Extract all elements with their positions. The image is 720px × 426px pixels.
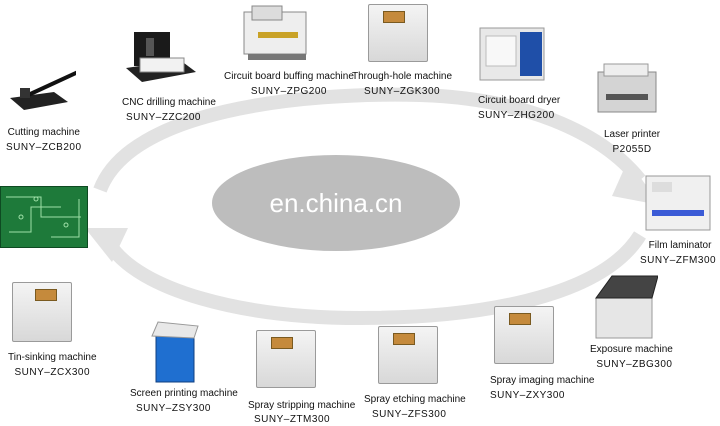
board-traces-icon xyxy=(6,196,81,238)
through-hole-machine-image xyxy=(368,4,428,62)
circuit-board-dryer-image xyxy=(478,26,548,86)
spray-stripping-machine-model: SUNY–ZTM300 xyxy=(254,414,331,425)
exposure-machine-node: Exposure machine SUNY–ZBG300 xyxy=(590,344,673,371)
screen-printing-machine-image xyxy=(150,320,200,384)
exposure-machine-model: SUNY–ZBG300 xyxy=(596,359,673,370)
buffing-machine-node: Circuit board buffing machine SUNY–ZPG20… xyxy=(224,71,354,98)
cutting-machine-model: SUNY–ZCB200 xyxy=(6,142,82,153)
screen-printing-machine-label: Screen printing machine xyxy=(130,388,238,399)
watermark-text: en.china.cn xyxy=(269,188,403,218)
spray-etching-machine-label: Spray etching machine xyxy=(364,394,466,405)
film-laminator-image xyxy=(638,170,718,234)
laser-printer-image xyxy=(594,60,660,116)
cnc-drilling-machine-model: SUNY–ZZC200 xyxy=(126,112,201,123)
buffing-machine-model: SUNY–ZPG200 xyxy=(250,86,327,97)
spray-stripping-machine-image xyxy=(256,330,316,388)
spray-imaging-machine-model: SUNY–ZXY300 xyxy=(490,390,565,401)
cnc-drilling-machine-label: CNC drilling machine xyxy=(122,97,216,108)
spray-etching-machine-node: Spray etching machine SUNY–ZFS300 xyxy=(364,394,466,421)
screen-printing-machine-model: SUNY–ZSY300 xyxy=(136,403,211,414)
circuit-board-dryer-node: Circuit board dryer SUNY–ZHG200 xyxy=(478,95,560,122)
exposure-machine-label: Exposure machine xyxy=(590,344,673,355)
cutting-machine-label: Cutting machine xyxy=(7,127,80,138)
tin-sinking-machine-image xyxy=(12,282,72,342)
laser-printer-node: Laser printer P2055D xyxy=(604,129,660,156)
cnc-drilling-machine-node: CNC drilling machine SUNY–ZZC200 xyxy=(122,97,216,124)
circuit-board-dryer-model: SUNY–ZHG200 xyxy=(478,110,555,121)
film-laminator-label: Film laminator xyxy=(648,240,712,251)
laser-printer-label: Laser printer xyxy=(604,129,661,140)
circuit-board-dryer-label: Circuit board dryer xyxy=(478,95,561,106)
circuit-board-image xyxy=(0,186,88,248)
cnc-drilling-machine-image xyxy=(122,26,198,84)
buffing-machine-label: Circuit board buffing machine xyxy=(224,71,354,82)
spray-stripping-machine-label: Spray stripping machine xyxy=(248,400,356,411)
watermark-ellipse xyxy=(212,155,460,251)
spray-imaging-machine-image xyxy=(494,306,554,364)
spray-etching-machine-model: SUNY–ZFS300 xyxy=(372,409,447,420)
tin-sinking-machine-label: Tin-sinking machine xyxy=(8,352,97,363)
upper-cycle-arc xyxy=(93,87,646,193)
buffing-machine-image xyxy=(238,2,316,64)
lower-cycle-arc xyxy=(104,231,646,326)
cutting-machine-image xyxy=(6,58,79,118)
screen-printing-machine-node: Screen printing machine SUNY–ZSY300 xyxy=(130,388,238,415)
tin-sinking-machine-node: Tin-sinking machine SUNY–ZCX300 xyxy=(8,352,97,379)
through-hole-machine-node: Through-hole machine SUNY–ZGK300 xyxy=(352,71,452,98)
laser-printer-model: P2055D xyxy=(612,144,652,155)
spray-imaging-machine-label: Spray imaging machine xyxy=(490,375,595,386)
through-hole-machine-model: SUNY–ZGK300 xyxy=(363,86,441,97)
lower-arrowhead xyxy=(85,228,128,262)
spray-etching-machine-image xyxy=(378,326,438,384)
spray-imaging-machine-node: Spray imaging machine SUNY–ZXY300 xyxy=(490,375,595,402)
film-laminator-model: SUNY–ZFM300 xyxy=(640,255,717,266)
film-laminator-node: Film laminator SUNY–ZFM300 xyxy=(640,240,716,267)
through-hole-machine-label: Through-hole machine xyxy=(352,71,453,82)
exposure-machine-image xyxy=(592,274,659,340)
cutting-machine-node: Cutting machine SUNY–ZCB200 xyxy=(6,127,82,154)
spray-stripping-machine-node: Spray stripping machine SUNY–ZTM300 xyxy=(248,400,355,426)
tin-sinking-machine-model: SUNY–ZCX300 xyxy=(14,367,91,378)
